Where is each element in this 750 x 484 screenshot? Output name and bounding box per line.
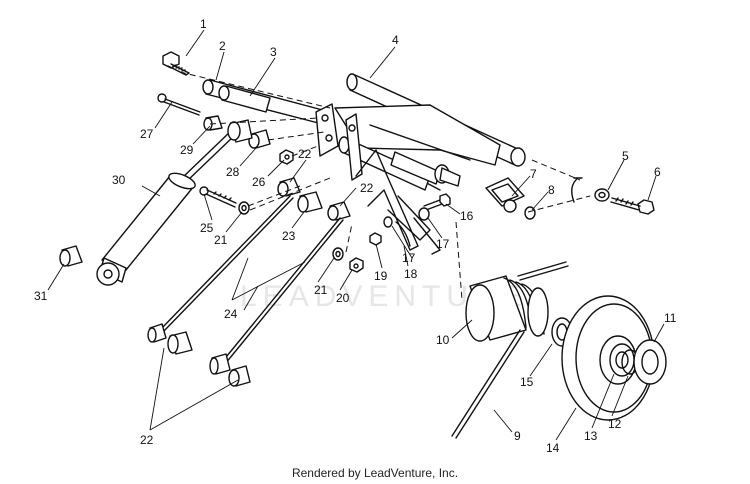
part-25-bolt xyxy=(199,186,237,208)
callout-4: 4 xyxy=(392,33,399,47)
part-22-bushing-mid xyxy=(327,201,351,221)
part-6-bolt xyxy=(610,197,655,215)
callout-28: 28 xyxy=(226,165,240,179)
part-23-bushing xyxy=(297,191,323,213)
part-17-spacer-upper xyxy=(418,207,430,221)
callout-19: 19 xyxy=(374,269,388,283)
callout-17-upper: 17 xyxy=(436,237,450,251)
callout-1: 1 xyxy=(200,17,207,31)
callout-23: 23 xyxy=(282,229,296,243)
callout-9: 9 xyxy=(514,429,521,443)
part-30-shock xyxy=(96,119,253,286)
callout-31: 31 xyxy=(34,289,48,303)
part-9-spring-arm xyxy=(451,261,569,439)
callout-13: 13 xyxy=(584,429,598,443)
part-29-bushing xyxy=(203,115,223,131)
footer-credit: Rendered by LeadVenture, Inc. xyxy=(291,466,459,480)
callout-labels: 1 2 3 4 27 29 28 26 22 22 30 25 21 23 21… xyxy=(34,17,677,455)
callout-21-upper: 21 xyxy=(214,233,228,247)
part-11-spacer xyxy=(633,339,667,385)
alignment-lines xyxy=(179,71,591,301)
part-22-bushing-lower-a xyxy=(147,323,193,355)
callout-24: 24 xyxy=(224,307,238,321)
callout-14: 14 xyxy=(546,441,560,455)
frame-side-plate-left xyxy=(315,103,339,157)
part-21-washer-upper xyxy=(238,201,250,215)
frame-side-plate-right xyxy=(345,113,363,181)
callout-3: 3 xyxy=(270,45,277,59)
callout-29: 29 xyxy=(180,143,194,157)
part-28-bushing xyxy=(248,129,271,149)
callout-25: 25 xyxy=(200,221,214,235)
part-27-bolt xyxy=(157,93,201,116)
part-10-spring xyxy=(465,275,549,342)
callout-18: 18 xyxy=(404,267,418,281)
callout-6: 6 xyxy=(654,165,661,179)
callout-20: 20 xyxy=(336,291,350,305)
callout-11: 11 xyxy=(664,311,677,325)
callout-10: 10 xyxy=(436,333,450,347)
part-31-bushing xyxy=(59,245,83,267)
part-21-washer-lower xyxy=(332,247,344,261)
part-7-bracket xyxy=(485,177,525,213)
part-18-bracket xyxy=(355,149,441,255)
part-20-nut xyxy=(349,257,364,273)
part-16-bolt xyxy=(423,193,451,211)
callout-2: 2 xyxy=(219,39,226,53)
callout-21-lower: 21 xyxy=(314,283,328,297)
callout-22-mid: 22 xyxy=(360,181,374,195)
part-19-nut xyxy=(369,232,382,246)
callout-27: 27 xyxy=(140,127,154,141)
part-17-spacer-lower xyxy=(383,216,393,228)
callout-15: 15 xyxy=(520,375,534,389)
callout-7: 7 xyxy=(530,167,537,181)
part-22-bushing-upper xyxy=(277,177,301,197)
callout-26: 26 xyxy=(252,175,266,189)
callout-17-lower: 17 xyxy=(402,251,416,265)
callout-22-bottom: 22 xyxy=(140,433,154,447)
callout-22-top: 22 xyxy=(298,147,312,161)
callout-16: 16 xyxy=(460,209,474,223)
leader-lines xyxy=(47,29,665,441)
part-24-limiter-straps xyxy=(159,195,344,365)
callout-30: 30 xyxy=(112,173,126,187)
callout-12: 12 xyxy=(608,417,622,431)
part-5-washer xyxy=(571,177,610,203)
part-1-bolt xyxy=(162,51,190,76)
callout-8: 8 xyxy=(548,183,555,197)
callout-5: 5 xyxy=(622,149,629,163)
